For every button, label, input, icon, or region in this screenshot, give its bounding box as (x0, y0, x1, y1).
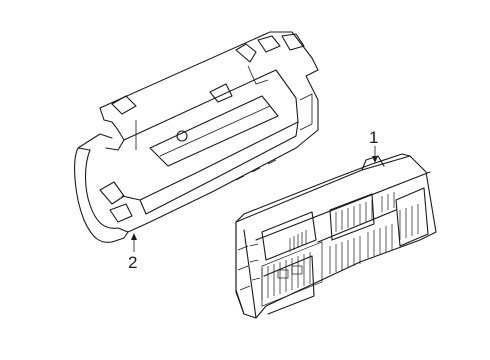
fuse-box-housing (74, 31, 319, 243)
callout-label-1: 1 (369, 128, 378, 147)
connector-slots (261, 192, 419, 300)
callout-2: 2 (128, 233, 137, 272)
callout-1: 1 (369, 128, 378, 163)
callout-label-2: 2 (128, 253, 137, 272)
fuse-relay-module (235, 153, 437, 319)
